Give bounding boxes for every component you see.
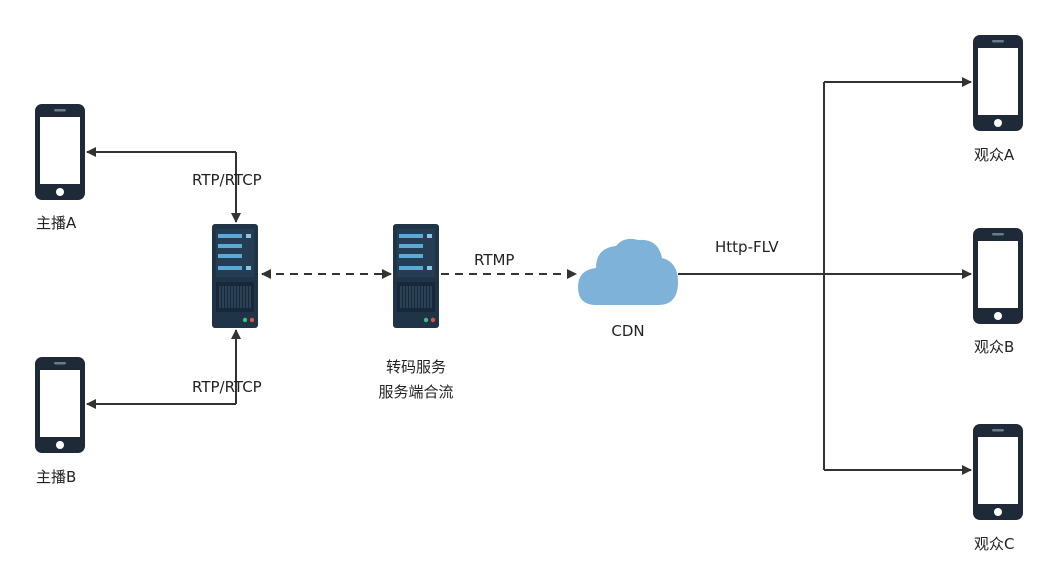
rtp-top-label: RTP/RTCP xyxy=(192,171,262,189)
transcode-server-icon xyxy=(392,223,440,329)
anchor-a-phone-icon xyxy=(35,104,85,200)
transcode-service-label: 转码服务 xyxy=(385,358,447,376)
rtp-top-connector xyxy=(86,147,241,223)
rtp-bottom-connector xyxy=(86,329,241,409)
rtmp-label: RTMP xyxy=(474,251,515,269)
cdn-label: CDN xyxy=(611,322,645,340)
rtp-bottom-label: RTP/RTCP xyxy=(192,378,262,396)
anchor-b-phone-icon xyxy=(35,357,85,453)
server-mixing-label: 服务端合流 xyxy=(378,383,454,401)
viewer-b-phone-icon xyxy=(973,228,1023,324)
anchor-a-label: 主播A xyxy=(36,214,77,232)
viewer-b-label: 观众B xyxy=(974,338,1015,356)
anchor-b-label: 主播B xyxy=(36,468,77,486)
media-server-icon xyxy=(211,223,259,329)
viewer-a-label: 观众A xyxy=(974,146,1015,164)
http-flv-label: Http-FLV xyxy=(715,238,779,256)
cdn-cloud-icon xyxy=(578,238,678,305)
viewer-c-label: 观众C xyxy=(974,535,1015,553)
viewer-a-phone-icon xyxy=(973,35,1023,131)
http-flv-connector xyxy=(678,77,972,475)
viewer-c-phone-icon xyxy=(973,424,1023,520)
